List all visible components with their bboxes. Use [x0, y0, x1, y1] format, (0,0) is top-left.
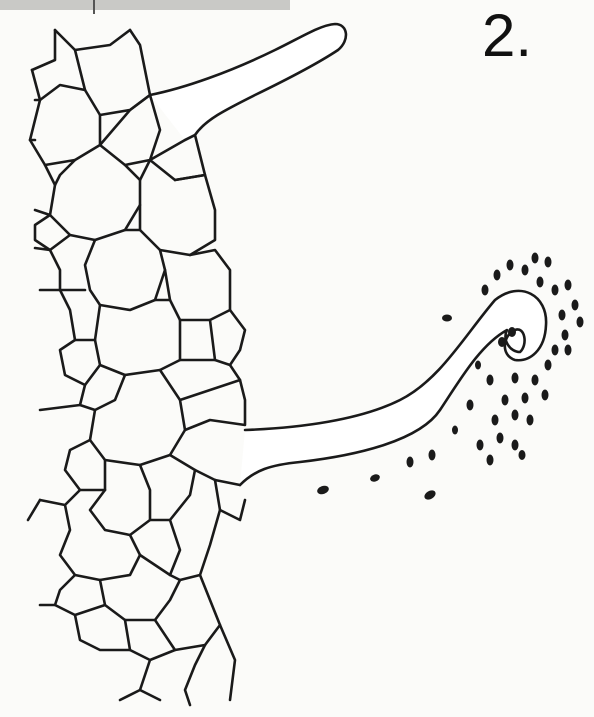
cell-network — [28, 30, 245, 705]
upper-hair — [150, 24, 346, 140]
lower-hair — [240, 291, 546, 485]
